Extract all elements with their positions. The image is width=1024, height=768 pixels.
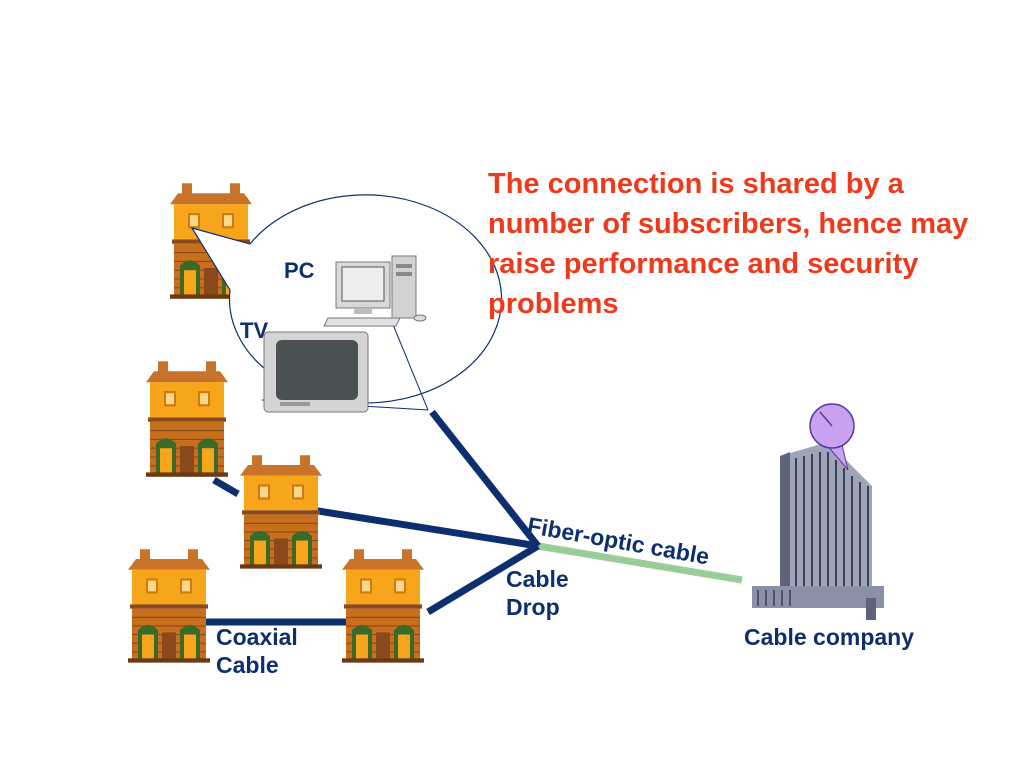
house-icon [239,454,323,570]
fiber-optic-cable [537,542,743,584]
cable-drop-label-line1: Cable [506,566,569,592]
house-icon [145,360,229,478]
tv-icon [263,331,369,413]
tv-label: TV [240,318,269,343]
coaxial-cable-label-line2: Cable [216,651,279,678]
coaxial-cable-label: Coaxial Cable [216,624,298,679]
office-building-icon [752,442,884,620]
caption-text: The connection is shared by a number of … [488,168,969,320]
coaxial-cable-label-line1: Coaxial [216,624,298,650]
cable-drop-mid [311,506,539,550]
cable-company-label: Cable company [744,624,914,650]
cables [204,409,743,626]
house-icon [341,548,425,664]
cable-drop-label: Cable Drop [506,566,569,621]
cable-drop-up [429,409,541,549]
cable-house2-link [212,476,240,498]
cable-drop-label-line2: Drop [506,593,560,620]
pc-label: PC [284,258,315,283]
pc-icon [323,255,427,327]
satellite-dish-icon [809,403,855,471]
house-icon [127,548,211,664]
cable-drop-low [426,542,540,616]
